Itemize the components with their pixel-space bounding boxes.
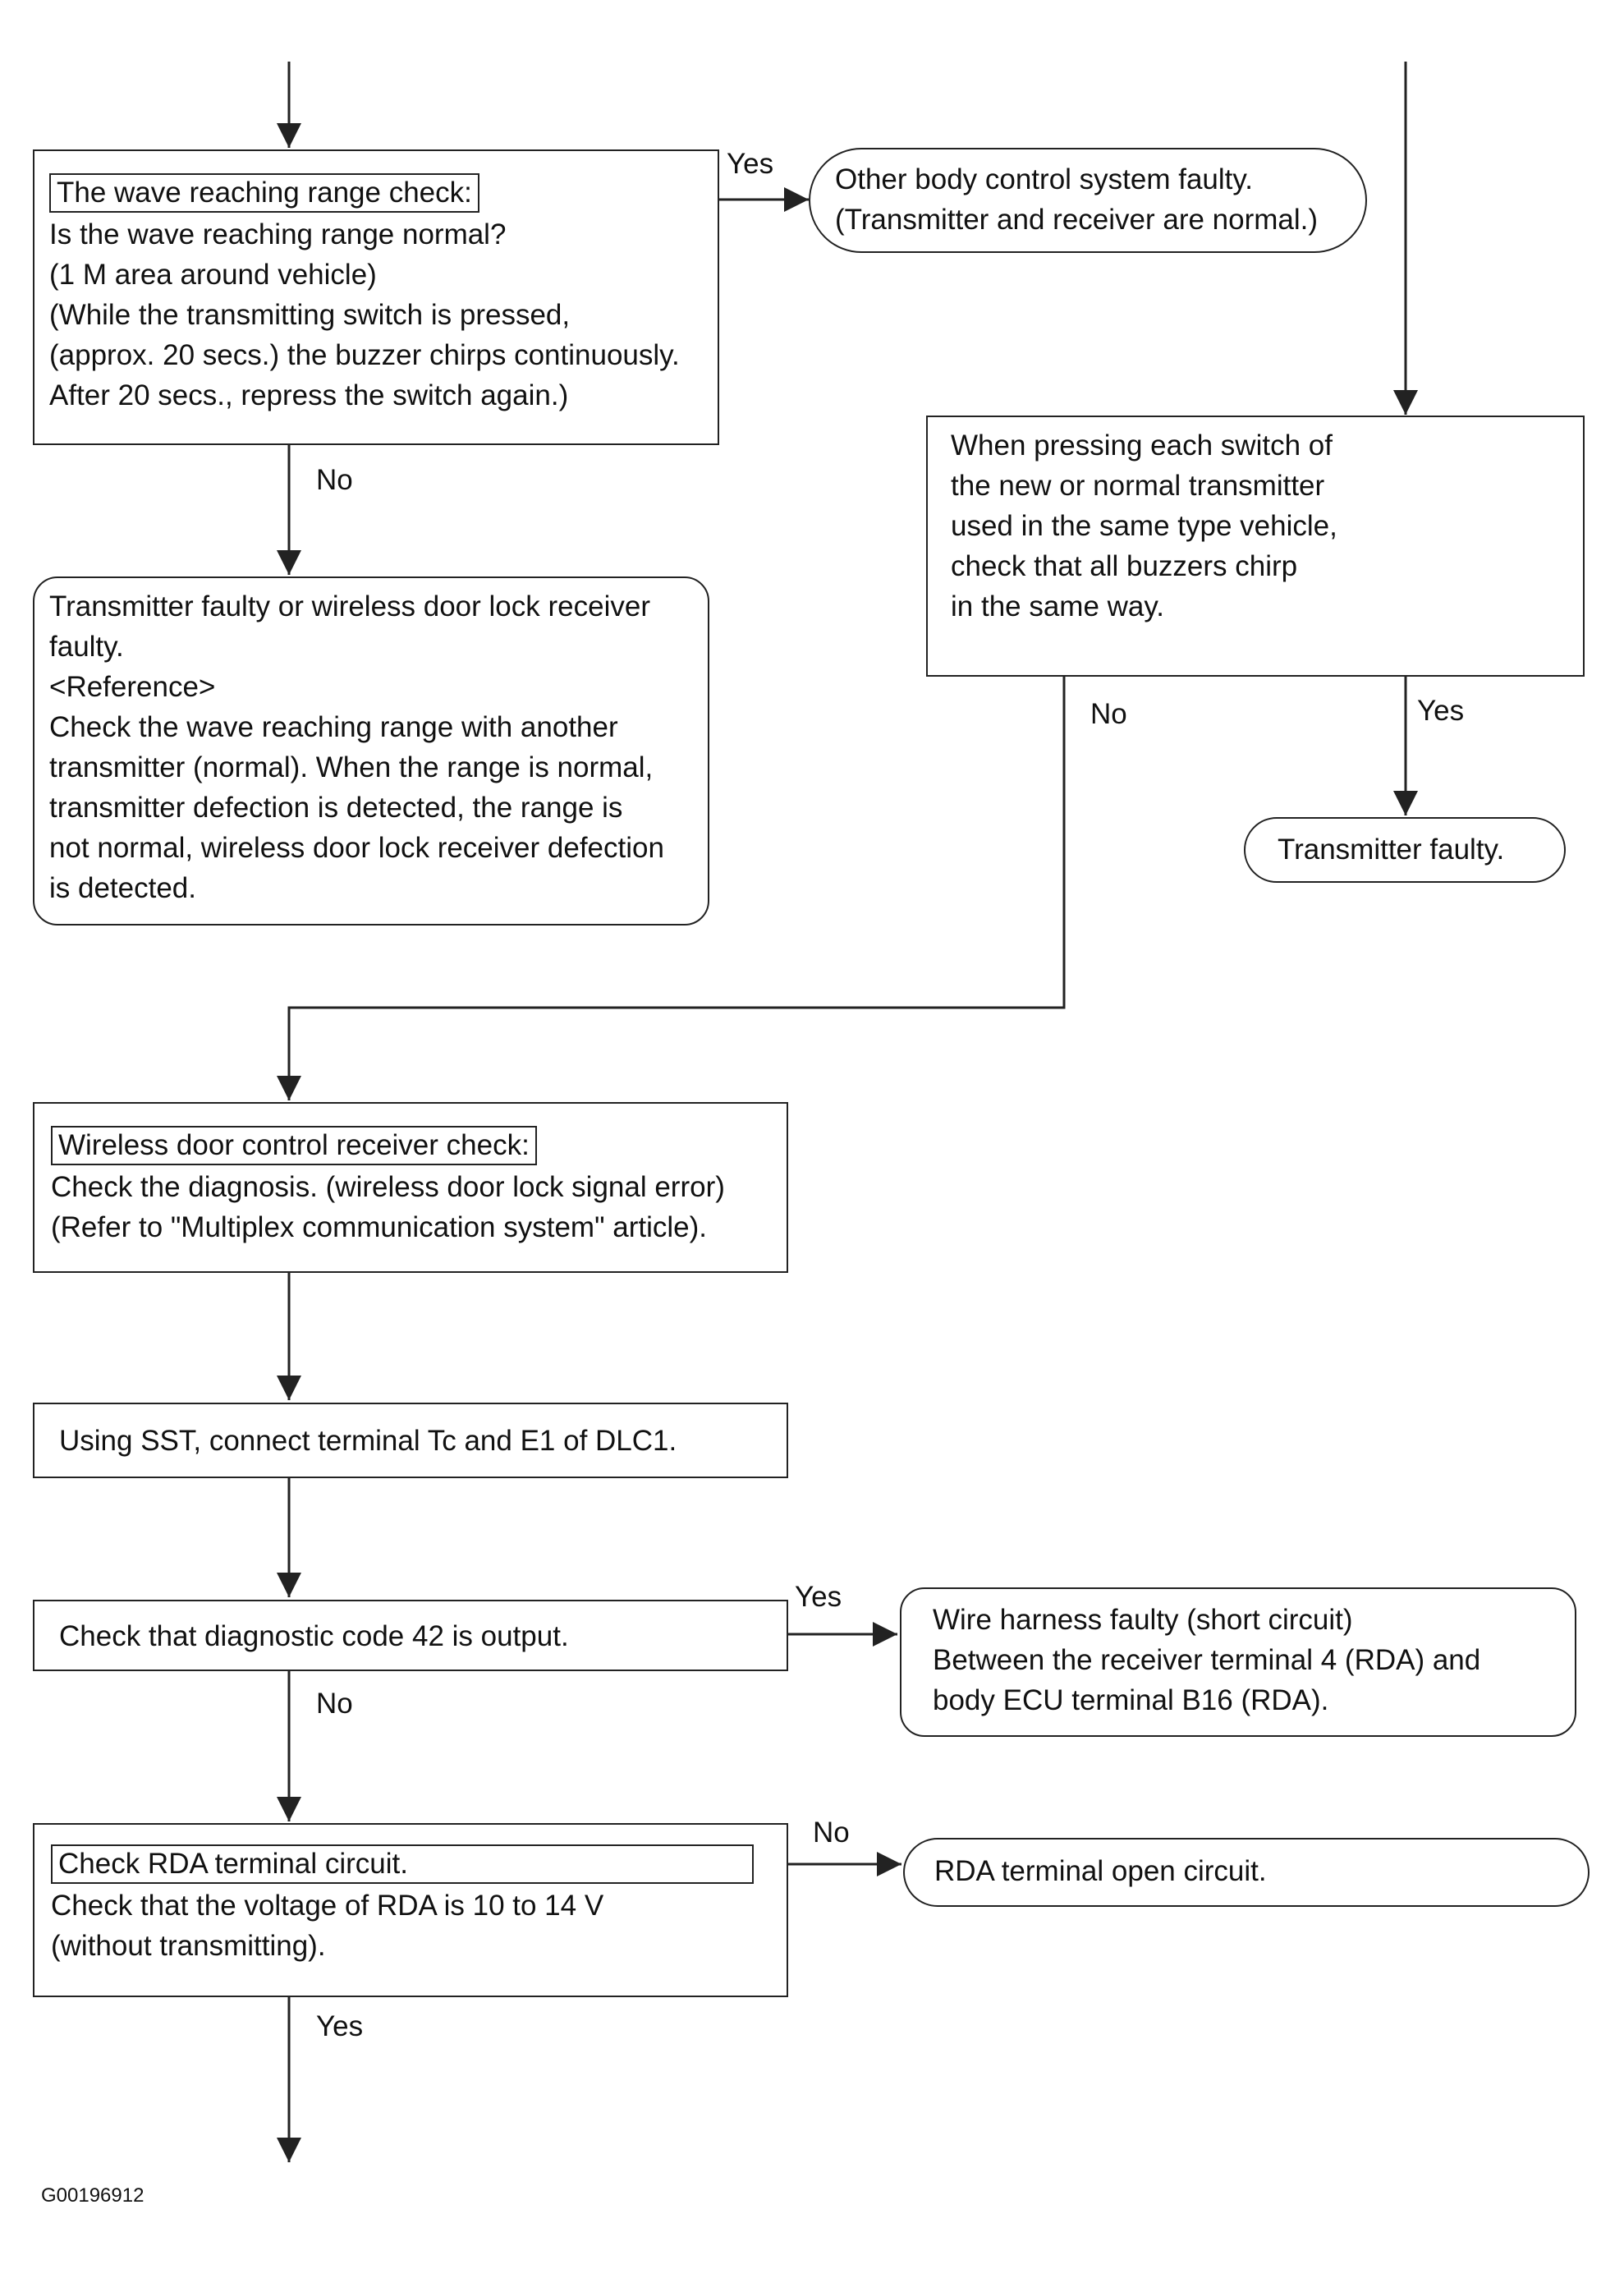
reference-line: <Reference> — [49, 671, 216, 703]
harness-faulty-box — [900, 1587, 1576, 1737]
rda-open-box — [903, 1838, 1590, 1907]
arrow-switch-no — [277, 675, 1066, 1100]
reference-line: Transmitter faulty or wireless door lock… — [49, 590, 650, 622]
label-code42-yes: Yes — [795, 1581, 842, 1613]
harness-faulty-line: Wire harness faulty (short circuit) — [933, 1604, 1353, 1636]
label-rda-yes: Yes — [316, 2010, 364, 2042]
switch-check-content: When pressing each switch of the new or … — [951, 425, 1337, 627]
harness-faulty-content: Wire harness faulty (short circuit) Betw… — [933, 1600, 1480, 1720]
other-faulty-line: (Transmitter and receiver are normal.) — [835, 204, 1319, 236]
switch-check-line: the new or normal transmitter — [951, 470, 1325, 502]
label-rda-no: No — [813, 1817, 850, 1849]
label-code42-no: No — [316, 1688, 353, 1720]
wave-check-content: The wave reaching range check: Is the wa… — [49, 172, 680, 416]
other-faulty-line: Other body control system faulty. — [835, 163, 1254, 195]
wave-check-line: After 20 secs., repress the switch again… — [49, 379, 569, 411]
label-wave-yes: Yes — [727, 148, 774, 180]
wave-check-box — [33, 149, 719, 445]
switch-check-line: in the same way. — [951, 590, 1165, 622]
switch-check-box — [926, 416, 1585, 677]
code42-check-box — [33, 1600, 788, 1671]
label-switch-yes: Yes — [1417, 695, 1465, 727]
wave-check-line: (1 M area around vehicle) — [49, 259, 377, 291]
wave-check-line: Is the wave reaching range normal? — [49, 218, 507, 250]
reference-line: is detected. — [49, 872, 196, 904]
rda-check-content: Check RDA terminal circuit. Check that t… — [51, 1844, 754, 1966]
code42-check-text: Check that diagnostic code 42 is output. — [59, 1620, 569, 1652]
label-switch-no: No — [1090, 698, 1127, 730]
receiver-check-box — [33, 1102, 788, 1273]
wave-check-heading: The wave reaching range check: — [49, 173, 479, 213]
other-faulty-box — [809, 148, 1367, 253]
transmitter-faulty-box — [1244, 817, 1566, 883]
sst-step-text: Using SST, connect terminal Tc and E1 of… — [59, 1425, 677, 1457]
reference-line: transmitter defection is detected, the r… — [49, 792, 623, 824]
switch-check-line: check that all buzzers chirp — [951, 550, 1298, 582]
wave-check-line: (While the transmitting switch is presse… — [49, 299, 571, 331]
receiver-check-line: Check the diagnosis. (wireless door lock… — [51, 1171, 725, 1203]
receiver-check-content: Wireless door control receiver check: Ch… — [51, 1125, 725, 1247]
switch-check-line: used in the same type vehicle, — [951, 510, 1337, 542]
rda-open-text: RDA terminal open circuit. — [934, 1855, 1267, 1887]
reference-line: transmitter (normal). When the range is … — [49, 751, 654, 783]
rda-check-line: Check that the voltage of RDA is 10 to 1… — [51, 1890, 604, 1922]
transmitter-faulty-text: Transmitter faulty. — [1278, 834, 1505, 866]
switch-check-line: When pressing each switch of — [951, 429, 1333, 462]
receiver-check-heading: Wireless door control receiver check: — [51, 1126, 537, 1165]
harness-faulty-line: Between the receiver terminal 4 (RDA) an… — [933, 1644, 1481, 1676]
transmitter-or-receiver-faulty-box — [33, 576, 709, 926]
wave-check-line: (approx. 20 secs.) the buzzer chirps con… — [49, 339, 680, 371]
reference-line: Check the wave reaching range with anoth… — [49, 711, 618, 743]
reference-line: not normal, wireless door lock receiver … — [49, 832, 664, 864]
figure-code: G00196912 — [41, 2184, 145, 2207]
rda-check-heading: Check RDA terminal circuit. — [51, 1844, 754, 1884]
label-wave-no: No — [316, 464, 353, 496]
receiver-check-line: (Refer to "Multiplex communication syste… — [51, 1211, 707, 1243]
transmitter-or-receiver-faulty-content: Transmitter faulty or wireless door lock… — [49, 586, 664, 908]
harness-faulty-line: body ECU terminal B16 (RDA). — [933, 1684, 1329, 1716]
rda-check-box — [33, 1823, 788, 1997]
other-faulty-content: Other body control system faulty. (Trans… — [835, 159, 1318, 240]
sst-step-box — [33, 1403, 788, 1478]
rda-check-line: (without transmitting). — [51, 1930, 326, 1962]
reference-line: faulty. — [49, 631, 124, 663]
